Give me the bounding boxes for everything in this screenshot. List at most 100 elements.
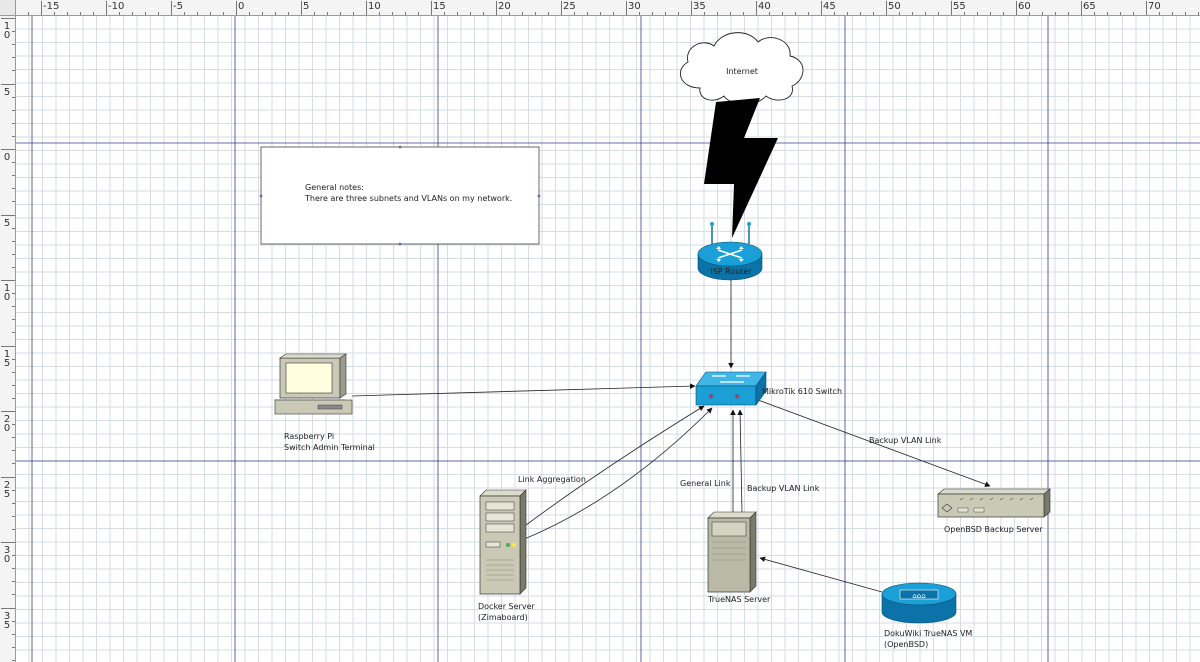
ruler-label: 25: [562, 1, 577, 12]
ruler-tick: [743, 12, 744, 15]
ruler-label: 30: [2, 545, 12, 565]
ruler-tick: [769, 12, 770, 15]
ruler-tick: [12, 44, 15, 46]
ruler-tick: [12, 581, 15, 583]
ruler-tick: [210, 12, 211, 15]
ruler-label: 15: [2, 348, 12, 369]
page-boundaries: [16, 16, 1200, 662]
link-aggregation-label: Link Aggregation: [518, 475, 586, 484]
ruler-tick: [899, 12, 900, 15]
general-link-label: General Link: [680, 479, 731, 488]
ruler-tick: [12, 397, 15, 399]
server-tower-icon[interactable]: [479, 489, 527, 595]
ruler-tick: [730, 12, 731, 15]
connector-switch-openbsd: [749, 396, 991, 487]
ruler-label: 20: [497, 1, 512, 12]
ruler-tick: [145, 12, 146, 15]
svg-text:⌂⌂⌂: ⌂⌂⌂: [912, 592, 925, 600]
ruler-tick: [795, 12, 796, 15]
ruler-tick: [12, 515, 15, 517]
openbsd-backup-label: OpenBSD Backup Server: [944, 525, 1043, 534]
ruler-tick: [1016, 1, 1017, 15]
ruler-tick: [106, 1, 107, 15]
ruler-tick: [12, 659, 15, 661]
ruler-tick: [12, 555, 15, 557]
ruler-label: 50: [887, 1, 902, 12]
ruler-tick: [431, 1, 432, 15]
notes-box[interactable]: [259, 145, 541, 246]
ruler-tick: [197, 12, 198, 15]
ruler-tick: [171, 1, 172, 15]
ruler-tick: [158, 12, 159, 15]
ruler-label: 10: [2, 283, 12, 303]
ruler-corner: [0, 0, 16, 16]
ruler-label: 60: [1017, 1, 1032, 12]
ruler-tick: [12, 57, 15, 59]
connectors[interactable]: [351, 280, 991, 593]
switch-label: MikroTik 610 Switch: [762, 387, 842, 396]
ruler-label: 0: [2, 152, 12, 163]
ruler-tick: [288, 12, 289, 15]
ruler-tick: [587, 12, 588, 15]
switch-icon[interactable]: ✶ ✶: [695, 371, 767, 406]
internet-label: Internet: [726, 67, 758, 76]
ruler-label: 70: [1147, 1, 1162, 12]
ruler-tick: [1, 18, 15, 19]
ruler-tick: [1, 607, 15, 609]
connector-dokuwiki-truenas: [759, 556, 883, 593]
ruler-tick: [119, 12, 120, 15]
rack-server-icon[interactable]: [937, 488, 1051, 518]
isp-router-label: ISP Router: [710, 267, 752, 276]
ruler-label: 65: [1082, 1, 1097, 12]
ruler-tick: [12, 306, 15, 308]
ruler-tick: [12, 162, 15, 164]
ruler-tick: [12, 633, 15, 635]
ruler-label: 0: [237, 1, 246, 12]
ruler-tick: [665, 12, 666, 15]
ruler-tick: [652, 12, 653, 15]
ruler-tick: [12, 437, 15, 439]
ruler-label: 25: [2, 479, 12, 500]
ruler-tick: [12, 528, 15, 530]
ruler-tick: [12, 266, 15, 268]
ruler-tick: [12, 227, 15, 229]
ruler-tick: [12, 135, 15, 137]
ruler-tick: [12, 188, 15, 190]
ruler-tick: [12, 96, 15, 98]
ruler-tick: [12, 620, 15, 622]
ruler-tick: [41, 1, 42, 15]
router-icon[interactable]: [697, 222, 763, 281]
ruler-tick: [132, 12, 133, 15]
ruler-tick: [314, 12, 315, 15]
ruler-tick: [990, 12, 991, 15]
ruler-tick: [1042, 12, 1043, 15]
ruler-tick: [1055, 12, 1056, 15]
drawing-canvas[interactable]: [16, 16, 1200, 662]
ruler-tick: [561, 1, 562, 15]
ruler-label: 35: [2, 610, 12, 631]
ruler-tick: [12, 450, 15, 452]
ruler-tick: [548, 12, 549, 15]
ruler-tick: [236, 1, 237, 15]
ruler-tick: [938, 12, 939, 15]
ruler-tick: [12, 293, 15, 295]
server-icon[interactable]: [707, 511, 757, 593]
ruler-tick: [67, 12, 68, 15]
dokuwiki-label-line1: DokuWiki TrueNAS VM: [884, 629, 972, 638]
lightning-bolt-icon: [704, 98, 778, 238]
ruler-tick: [1, 280, 15, 281]
ruler-tick: [925, 12, 926, 15]
ruler-tick: [1, 411, 15, 412]
storage-disk-icon[interactable]: ⌂⌂⌂: [881, 582, 957, 624]
ruler-tick: [951, 1, 952, 15]
computer-terminal-icon[interactable]: [274, 353, 353, 415]
ruler-tick: [964, 12, 965, 15]
ruler-tick: [691, 1, 692, 15]
ruler-tick: [847, 12, 848, 15]
ruler-tick: [1, 476, 15, 478]
backup-vlan-link-label-1: Backup VLAN Link: [869, 436, 942, 445]
ruler-label: 20: [2, 414, 12, 434]
